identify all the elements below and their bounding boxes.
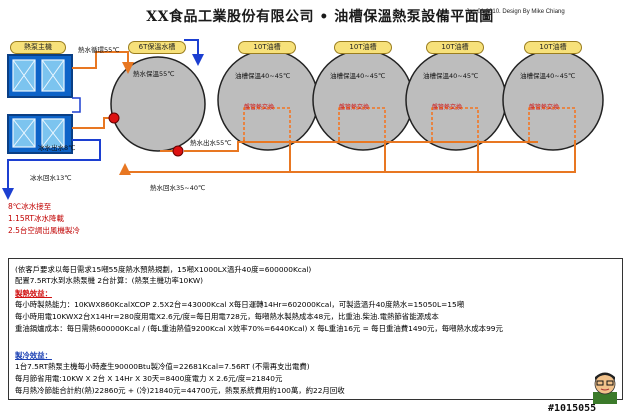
note-line: 1.15RT冰水降載 — [8, 214, 64, 223]
summary-line: 配置7.5RT水到水熱泵機 2台計算：(熱泵主機功率10KW) — [15, 276, 204, 285]
feed-water-pipe — [184, 39, 204, 66]
coil-label: 盤管熱交換 — [244, 104, 275, 111]
hot-return-pipe — [119, 140, 576, 175]
oil-tank-label: 油槽保溫40~45℃ — [520, 72, 576, 80]
oil-tank — [217, 49, 319, 151]
chilled-out-label: 冰水出水8℃ — [38, 144, 76, 152]
circulation-pump — [108, 112, 120, 124]
summary-line: 每小時用電10KWX2台X14Hr=280度用電X2.6元/度=每日用電728元… — [15, 312, 439, 321]
heat-pump-tag: 熱泵主機 — [10, 41, 66, 54]
hot-circulation-pipe — [72, 51, 134, 74]
note-line: 2.5台空調出風機製冷 — [8, 226, 80, 235]
design-credit: Jan.01.2010. Design By Mike Chiang — [466, 9, 565, 15]
chilled-water-pipe — [44, 139, 101, 161]
watermark-id: #1015055 — [548, 403, 597, 414]
summary-line: 1台7.5RT熱泵主機每小時產生90000Btu製冷值=22681Kcal=7.… — [15, 362, 310, 371]
summary-line: 重油鍋爐成本：每日需熱600000Kcal / (每L重油熱值9200Kcal … — [15, 324, 503, 333]
oil-tank-label: 油槽保溫40~45℃ — [423, 72, 479, 80]
coil-label: 盤管熱交換 — [529, 104, 560, 111]
chilled-return-label: 冰水回水13℃ — [30, 174, 72, 182]
heating-benefit-title: 製熱效益： — [15, 289, 52, 298]
summary-line: 每月節省用電:10KW X 2台 X 14Hr X 30天=8400度電力 X … — [15, 374, 283, 383]
chilled-water-notes: 8℃冰水接至 1.15RT冰水降載 2.5台空調出風機製冷 — [8, 201, 80, 237]
hot-return-label: 熱水回水35~40℃ — [150, 184, 206, 192]
heat-pump-unit — [7, 54, 73, 98]
coil-label: 盤管熱交換 — [339, 104, 370, 111]
oil-tank-tag: 10T油槽 — [334, 41, 392, 54]
cooling-benefit-title: 製冷效益： — [15, 351, 52, 360]
oil-tank-tag: 10T油槽 — [238, 41, 296, 54]
chilled-water-pipe — [2, 159, 44, 200]
cartoon-avatar — [593, 372, 617, 404]
piping-diagram — [2, 39, 604, 200]
summary-line: 每小時製熱能力：10KWX860KcalXCOP 2.5X2台=43000Kca… — [15, 300, 465, 309]
oil-tank-label: 油槽保溫40~45℃ — [235, 72, 291, 80]
tank6-tag: 6T保溫水槽 — [128, 41, 186, 54]
circulation-pump — [172, 145, 184, 157]
oil-tank-tag: 10T油槽 — [426, 41, 484, 54]
oil-tank — [312, 49, 414, 151]
tank6-label: 熱水保溫55℃ — [133, 70, 175, 78]
oil-tank-tag: 10T油槽 — [524, 41, 582, 54]
oil-tank — [405, 49, 507, 151]
hot-circulation-label: 熱水循環55℃ — [78, 46, 120, 54]
chilled-water-pipe — [72, 97, 81, 113]
heat-exchange-coil — [243, 107, 576, 140]
coil-label: 盤管熱交換 — [432, 104, 463, 111]
note-line: 8℃冰水接至 — [8, 202, 52, 211]
page-title: XX食品工業股份有限公司 • 油槽保溫熱泵設備平面圖 — [146, 9, 494, 25]
hot-circulation-pipe — [72, 117, 111, 129]
hot-water-tank — [110, 56, 206, 152]
hot-out-label: 熱水出水55℃ — [190, 139, 232, 147]
oil-tank-label: 油槽保溫40~45℃ — [330, 72, 386, 80]
hot-supply-pipe — [184, 141, 538, 152]
summary-line: 每月熱冷節能合計約(熱)22860元 + (冷)21840元=44700元，熱泵… — [15, 386, 345, 395]
calculation-summary: (依客戶要求以每日需求15噸55度熱水預熱規劃，15噸X1000LX溫升40度=… — [8, 258, 623, 400]
oil-tank — [502, 49, 604, 151]
summary-line: (依客戶要求以每日需求15噸55度熱水預熱規劃，15噸X1000LX溫升40度=… — [15, 265, 312, 274]
heat-pump-unit — [7, 114, 73, 154]
